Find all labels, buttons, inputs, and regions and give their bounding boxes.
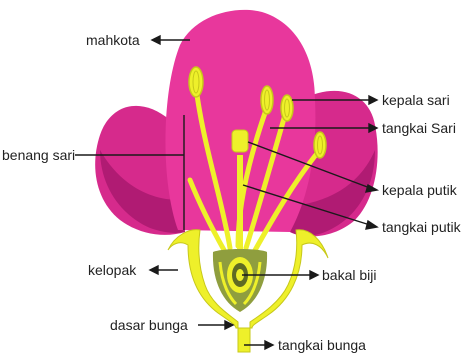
label-kepala-sari: kepala sari — [382, 92, 450, 108]
label-dasar-bunga: dasar bunga — [110, 317, 188, 333]
pistil-stigma — [232, 130, 248, 152]
label-tangkai-putik: tangkai putik — [382, 219, 461, 235]
label-mahkota: mahkota — [86, 32, 140, 48]
label-bakal-biji: bakal biji — [322, 267, 376, 283]
label-tangkai-sari: tangkai Sari — [382, 120, 456, 136]
label-tangkai-bunga: tangkai bunga — [278, 337, 366, 353]
label-kelopak: kelopak — [88, 262, 136, 278]
label-benang-sari: benang sari — [2, 147, 75, 163]
label-kepala-putik: kepala putik — [382, 182, 457, 198]
ovary — [213, 249, 267, 312]
